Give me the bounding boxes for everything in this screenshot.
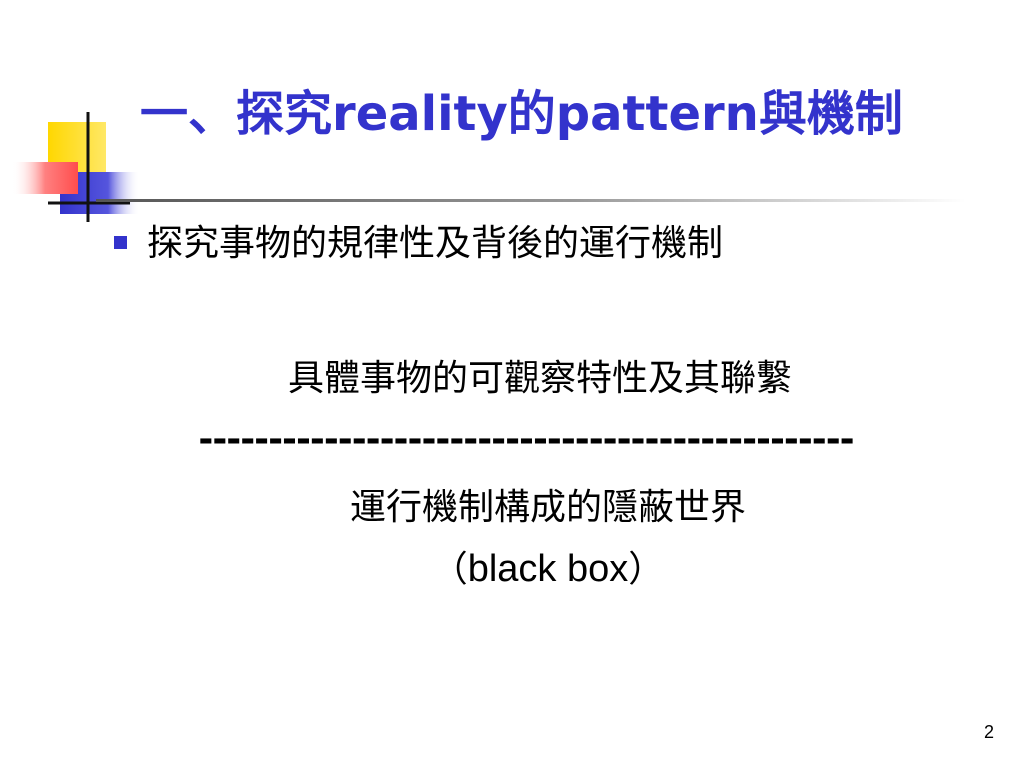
title-part-1: 一、探究 <box>140 86 333 142</box>
page-number: 2 <box>983 722 994 742</box>
decorative-corner-graphic <box>12 112 140 222</box>
bullet-item: 探究事物的規律性及背後的運行機制 <box>114 220 994 268</box>
title-part-5: 與機制 <box>758 86 903 142</box>
black-box-label: black box <box>467 548 629 590</box>
title-divider <box>96 199 966 202</box>
bullet-square-icon <box>114 235 127 249</box>
title-part-3: 的 <box>507 86 556 142</box>
deco-red-bar <box>12 162 78 194</box>
bullet-text: 探究事物的規律性及背後的運行機制 <box>147 223 724 264</box>
title-part-4: pattern <box>555 86 759 142</box>
black-box-open-paren: （ <box>431 549 468 590</box>
black-box-close-paren: ） <box>628 549 665 590</box>
title-part-2: reality <box>332 86 508 142</box>
observable-world-text: 具體事物的可觀察特性及其聯繫 <box>287 358 792 399</box>
slide-title: 一、探究reality的pattern與機制 <box>140 82 1020 146</box>
hidden-world-text: 運行機制構成的隱蔽世界 <box>349 487 746 528</box>
dashed-separator: ----------------------------------------… <box>198 419 854 460</box>
black-box-text: （black box） <box>36 545 1024 594</box>
